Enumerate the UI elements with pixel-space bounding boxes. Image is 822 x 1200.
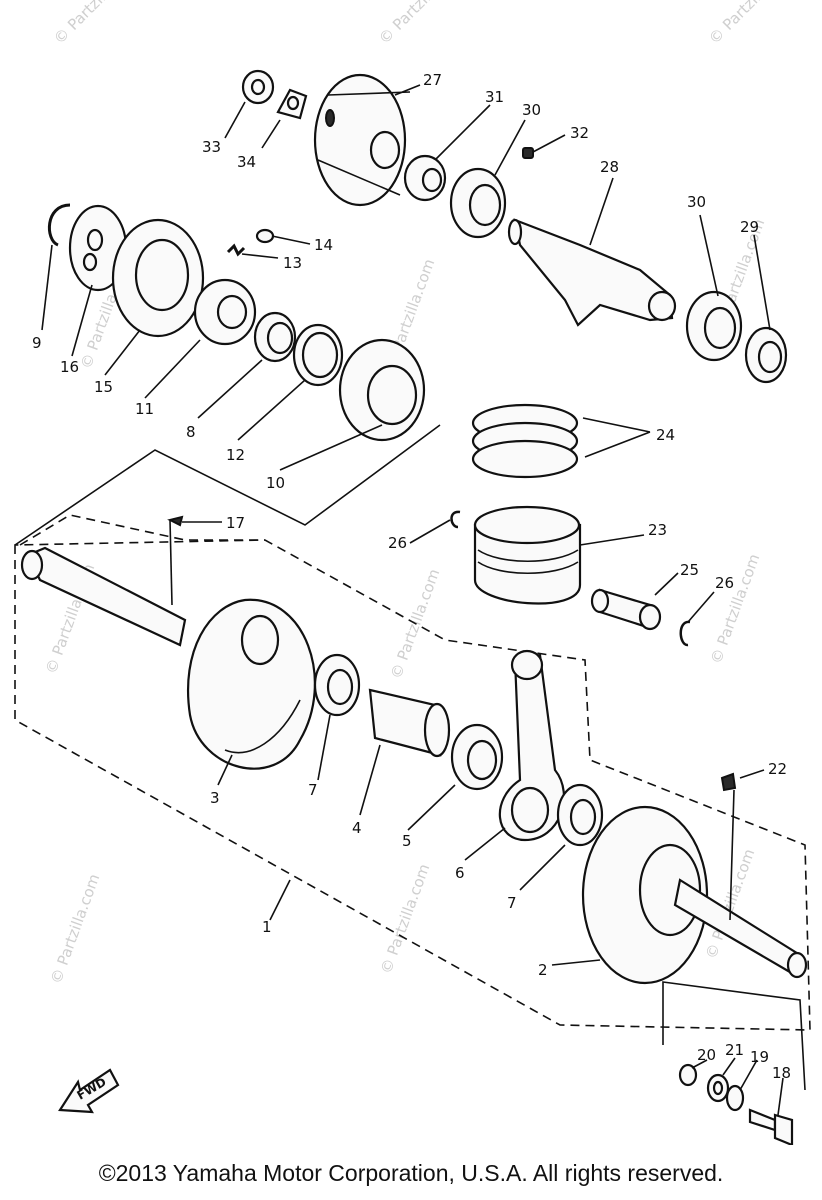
callout-30: 30 [522, 101, 541, 119]
callout-14: 14 [314, 236, 333, 254]
callout-17: 17 [226, 514, 245, 532]
watermark: © Partzilla.com [705, 0, 800, 48]
callout-10: 10 [266, 474, 285, 492]
part-piston-pin-clip [450, 510, 461, 529]
part-bolt [748, 1108, 794, 1145]
callout-33: 33 [202, 138, 221, 156]
callout-29: 29 [740, 218, 759, 236]
assembly-box-inner [19, 514, 265, 546]
callout-25: 25 [680, 561, 699, 579]
part-plain-washer [725, 1084, 745, 1112]
watermark: © Partzilla.com [375, 0, 470, 48]
part-bearing-right [685, 290, 743, 362]
callout-21: 21 [725, 1041, 744, 1059]
part-piston-pin-clip [679, 620, 691, 647]
forward-direction-arrow: FWD [58, 1068, 120, 1114]
part-primary-drive-gear [111, 218, 205, 338]
part-circlip [47, 203, 71, 247]
callout-27: 27 [423, 71, 442, 89]
part-crank-shim-right [556, 783, 604, 847]
fastener-group [678, 1063, 794, 1145]
part-oil-seal [744, 326, 788, 384]
part-piston-pin [590, 588, 662, 631]
part-o-ring [678, 1063, 698, 1087]
assembly-box-crankshaft [14, 539, 811, 1031]
part-crank-right [581, 805, 808, 985]
callout-13: 13 [283, 254, 302, 272]
exploded-parts-diagram: © Partzilla.com © Partzilla.com © Partzi… [14, 0, 811, 1145]
part-spring [226, 243, 246, 257]
primary-drive-group [47, 203, 426, 442]
balancer-shaft-group [241, 69, 788, 384]
part-woodruff-key-right [720, 772, 737, 792]
part-plate [68, 204, 128, 292]
part-nut [241, 69, 275, 105]
piston-group [450, 403, 691, 647]
watermark: © Partzilla.com [50, 0, 145, 48]
callout-8: 8 [186, 423, 196, 441]
callout-7-right: 7 [507, 894, 517, 912]
part-dowel-pin [255, 228, 275, 244]
callout-3: 3 [210, 789, 220, 807]
part-crank-bearing [338, 338, 426, 442]
part-crank-shim [313, 653, 361, 717]
callout-22: 22 [768, 760, 787, 778]
part-bearing [449, 167, 507, 239]
callout-1: 1 [262, 918, 272, 936]
callout-6: 6 [455, 864, 465, 882]
callout-20: 20 [697, 1046, 716, 1064]
callout-24: 24 [656, 426, 675, 444]
callout-7: 7 [308, 781, 318, 799]
callout-31: 31 [485, 88, 504, 106]
leader-box-18 [662, 981, 806, 1091]
part-buffer-boss [193, 278, 257, 346]
callout-23: 23 [648, 521, 667, 539]
part-crank-left [20, 546, 316, 770]
callout-2: 2 [538, 961, 548, 979]
part-crank-pin [368, 688, 451, 758]
watermark: © Partzilla.com [377, 861, 434, 976]
part-needle-bearing [450, 723, 504, 791]
callout-34: 34 [237, 153, 256, 171]
part-balancer-shaft [507, 218, 677, 327]
callout-32: 32 [570, 124, 589, 142]
callout-11: 11 [135, 400, 154, 418]
part-piston-ring [471, 439, 579, 479]
callout-26: 26 [388, 534, 407, 552]
callout-labels: 33 34 27 31 30 32 28 30 29 14 13 9 16 15… [32, 71, 791, 1082]
callout-28: 28 [600, 158, 619, 176]
part-lock-washer [276, 88, 308, 120]
callout-30-right: 30 [687, 193, 706, 211]
callout-18: 18 [772, 1064, 791, 1082]
part-piston [473, 505, 582, 605]
part-balancer-gear [313, 73, 411, 207]
callout-5: 5 [402, 832, 412, 850]
leader-lines [41, 84, 784, 1116]
callout-12: 12 [226, 446, 245, 464]
callout-9: 9 [32, 334, 42, 352]
watermark: © Partzilla.com [707, 551, 764, 666]
callout-15: 15 [94, 378, 113, 396]
part-connecting-rod [498, 649, 565, 842]
watermark: © Partzilla.com [47, 871, 104, 986]
copyright-notice: ©2013 Yamaha Motor Corporation, U.S.A. A… [98, 1160, 724, 1186]
leader-box-10 [14, 424, 441, 546]
callout-4: 4 [352, 819, 362, 837]
part-key-small [167, 515, 184, 527]
crankshaft-group [20, 515, 808, 985]
callout-26-right: 26 [715, 574, 734, 592]
callout-16: 16 [60, 358, 79, 376]
part-woodruff-key [522, 147, 534, 159]
callout-19: 19 [750, 1048, 769, 1066]
